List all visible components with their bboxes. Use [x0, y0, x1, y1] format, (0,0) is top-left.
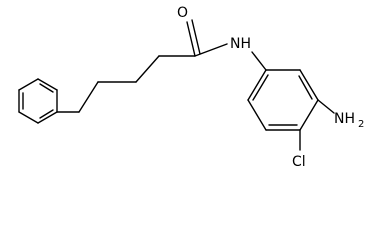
double-bond-inner	[252, 74, 269, 101]
bond	[37, 111, 58, 124]
amide-group	[186, 19, 267, 71]
amide-nitrogen-label: NH	[230, 36, 251, 52]
double-bond-inner	[39, 109, 54, 119]
bond	[18, 78, 39, 91]
amino-bond	[317, 99, 335, 114]
carbonyl-bond	[186, 21, 196, 57]
bond	[135, 55, 160, 83]
double-bond-inner	[298, 75, 313, 100]
amino-group-label: NH	[334, 111, 355, 127]
amino-subscript: 2	[358, 119, 364, 130]
alkyl-chain	[56, 55, 196, 113]
carbonyl-double-bond	[191, 19, 201, 55]
bond	[37, 78, 58, 91]
n-aryl-bond	[251, 51, 267, 71]
molecule-canvas: O NH NH 2 Cl	[18, 5, 364, 170]
bond	[18, 111, 39, 124]
bond	[247, 99, 267, 131]
phenyl-ring	[18, 78, 58, 124]
double-bond-inner	[39, 83, 54, 93]
bond	[247, 69, 267, 101]
chloroaniline-ring	[247, 69, 319, 131]
bond	[299, 99, 319, 131]
bond	[78, 81, 99, 113]
molecule-structure: O NH NH 2 Cl	[18, 5, 364, 170]
bond	[299, 69, 319, 101]
amide-bond	[194, 43, 228, 57]
chlorine-label: Cl	[292, 154, 306, 170]
oxygen-label: O	[177, 5, 188, 21]
